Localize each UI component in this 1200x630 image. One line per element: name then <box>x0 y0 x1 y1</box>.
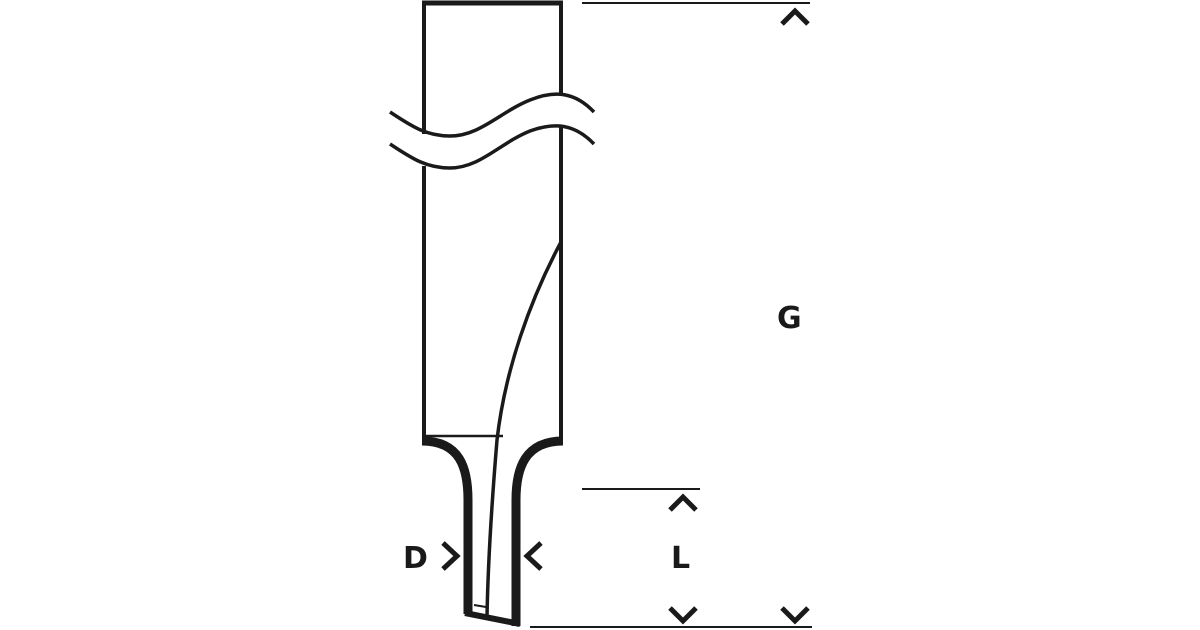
label-l: L <box>671 541 690 576</box>
arrowheads <box>441 7 810 625</box>
d-left-arrow-icon <box>441 541 461 571</box>
d-right-arrow-icon <box>523 541 543 571</box>
label-g: G <box>777 301 802 336</box>
extension-lines <box>530 2 812 628</box>
l-bottom-arrow-icon <box>668 606 698 625</box>
shank <box>422 0 563 440</box>
g-top-arrow-icon <box>780 7 810 26</box>
l-top-arrow-icon <box>668 493 698 512</box>
cutter <box>421 436 564 627</box>
break-lines <box>389 92 596 170</box>
g-bottom-arrow-icon <box>780 606 810 625</box>
flute-curve <box>485 241 563 618</box>
label-d: D <box>403 541 428 576</box>
